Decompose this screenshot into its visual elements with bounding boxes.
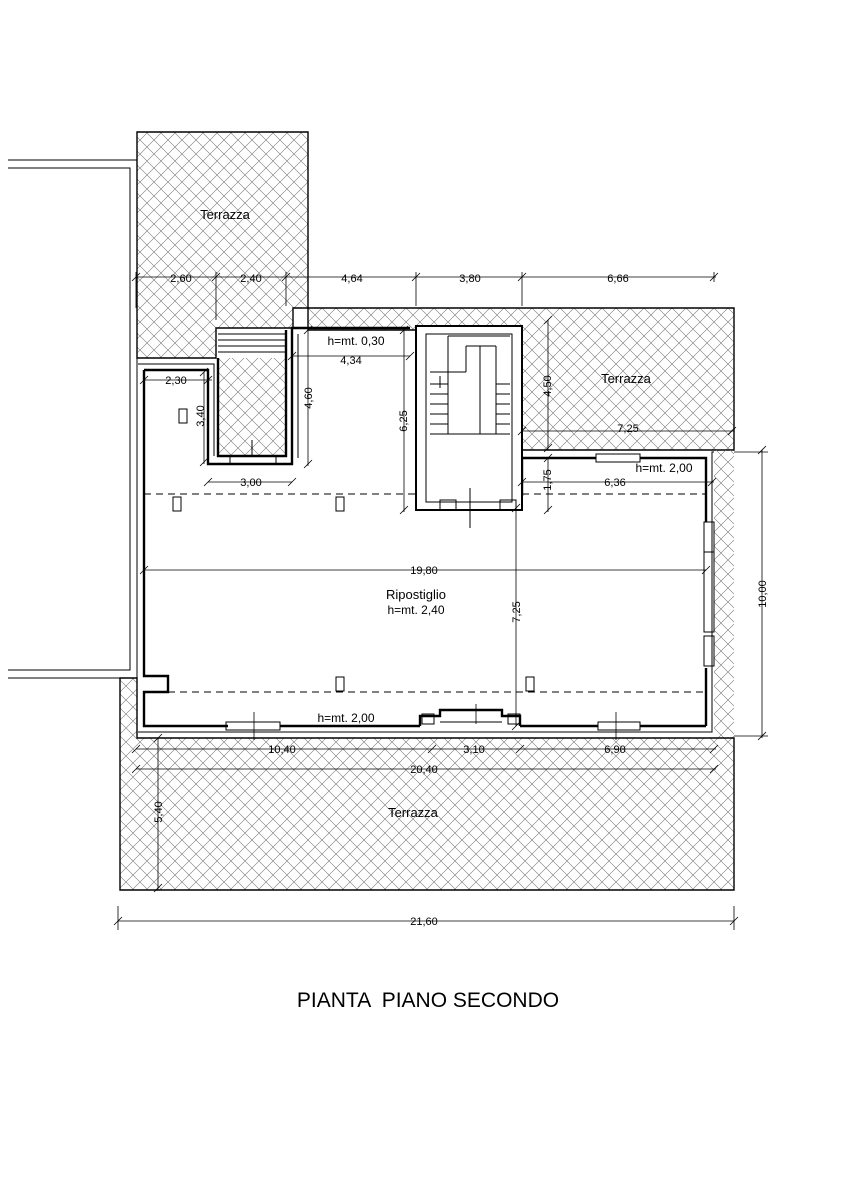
dim-230: 2,30 [165,375,186,387]
storage-height-label: h=mt. 2,40 [387,603,444,617]
dim-380: 3,80 [459,273,480,285]
dim-310: 3,10 [463,744,484,756]
terraces [119,131,735,891]
note-h200-bottom: h=mt. 2,00 [317,711,374,725]
terrace-bottom-area [119,677,735,891]
dim-540: 5,40 [153,801,165,822]
terrace-top-label: Terrazza [200,207,251,222]
dim-300: 3,00 [240,477,261,489]
plan-title: PIANTA PIANO SECONDO [297,989,559,1012]
note-h200-right: h=mt. 2,00 [635,461,692,475]
dim-464: 4,64 [341,273,362,285]
beam-lines [144,493,706,693]
terrace-strip-right [714,450,734,738]
dim-2160: 21,60 [410,916,438,928]
dim-666: 6,66 [607,273,628,285]
dim-1980: 19,80 [410,565,438,577]
dim-625: 6,25 [398,410,410,431]
room-labels: Terrazza Terrazza Terrazza Ripostiglio h… [200,207,652,820]
dim-175: 1,75 [542,469,554,490]
dim-340: 3,40 [195,405,207,426]
neighbour-building [8,159,138,679]
dimension-lines [113,272,768,930]
terrace-right-label: Terrazza [601,371,652,386]
storage-label: Ripostiglio [386,587,446,602]
stairs-core [430,335,517,528]
terrace-bottom-label: Terrazza [388,805,439,820]
dim-2040: 20,40 [410,764,438,776]
dim-240: 2,40 [240,273,261,285]
dim-725-h: 7,25 [617,423,638,435]
dim-260: 2,60 [170,273,191,285]
dim-1000: 10,00 [757,580,769,608]
height-notes: h=mt. 0,30 h=mt. 2,00 h=mt. 2,00 [317,334,692,725]
stair-landing-hatch [218,358,286,456]
dim-636: 6,36 [604,477,625,489]
dim-450: 4,50 [542,375,554,396]
dim-1040: 10,40 [268,744,296,756]
note-h030: h=mt. 0,30 [327,334,384,348]
stair-core [415,325,523,511]
pillars [172,408,641,731]
terrace-top-area [136,131,309,359]
dim-460: 4,60 [303,387,315,408]
dim-434: 4,34 [340,355,361,367]
dim-725-v: 7,25 [511,601,523,622]
stairs-left [218,333,286,456]
dim-690: 6,90 [604,744,625,756]
dimension-texts: 2,60 2,40 4,64 3,80 6,66 4,34 2,30 3,40 … [153,273,769,928]
